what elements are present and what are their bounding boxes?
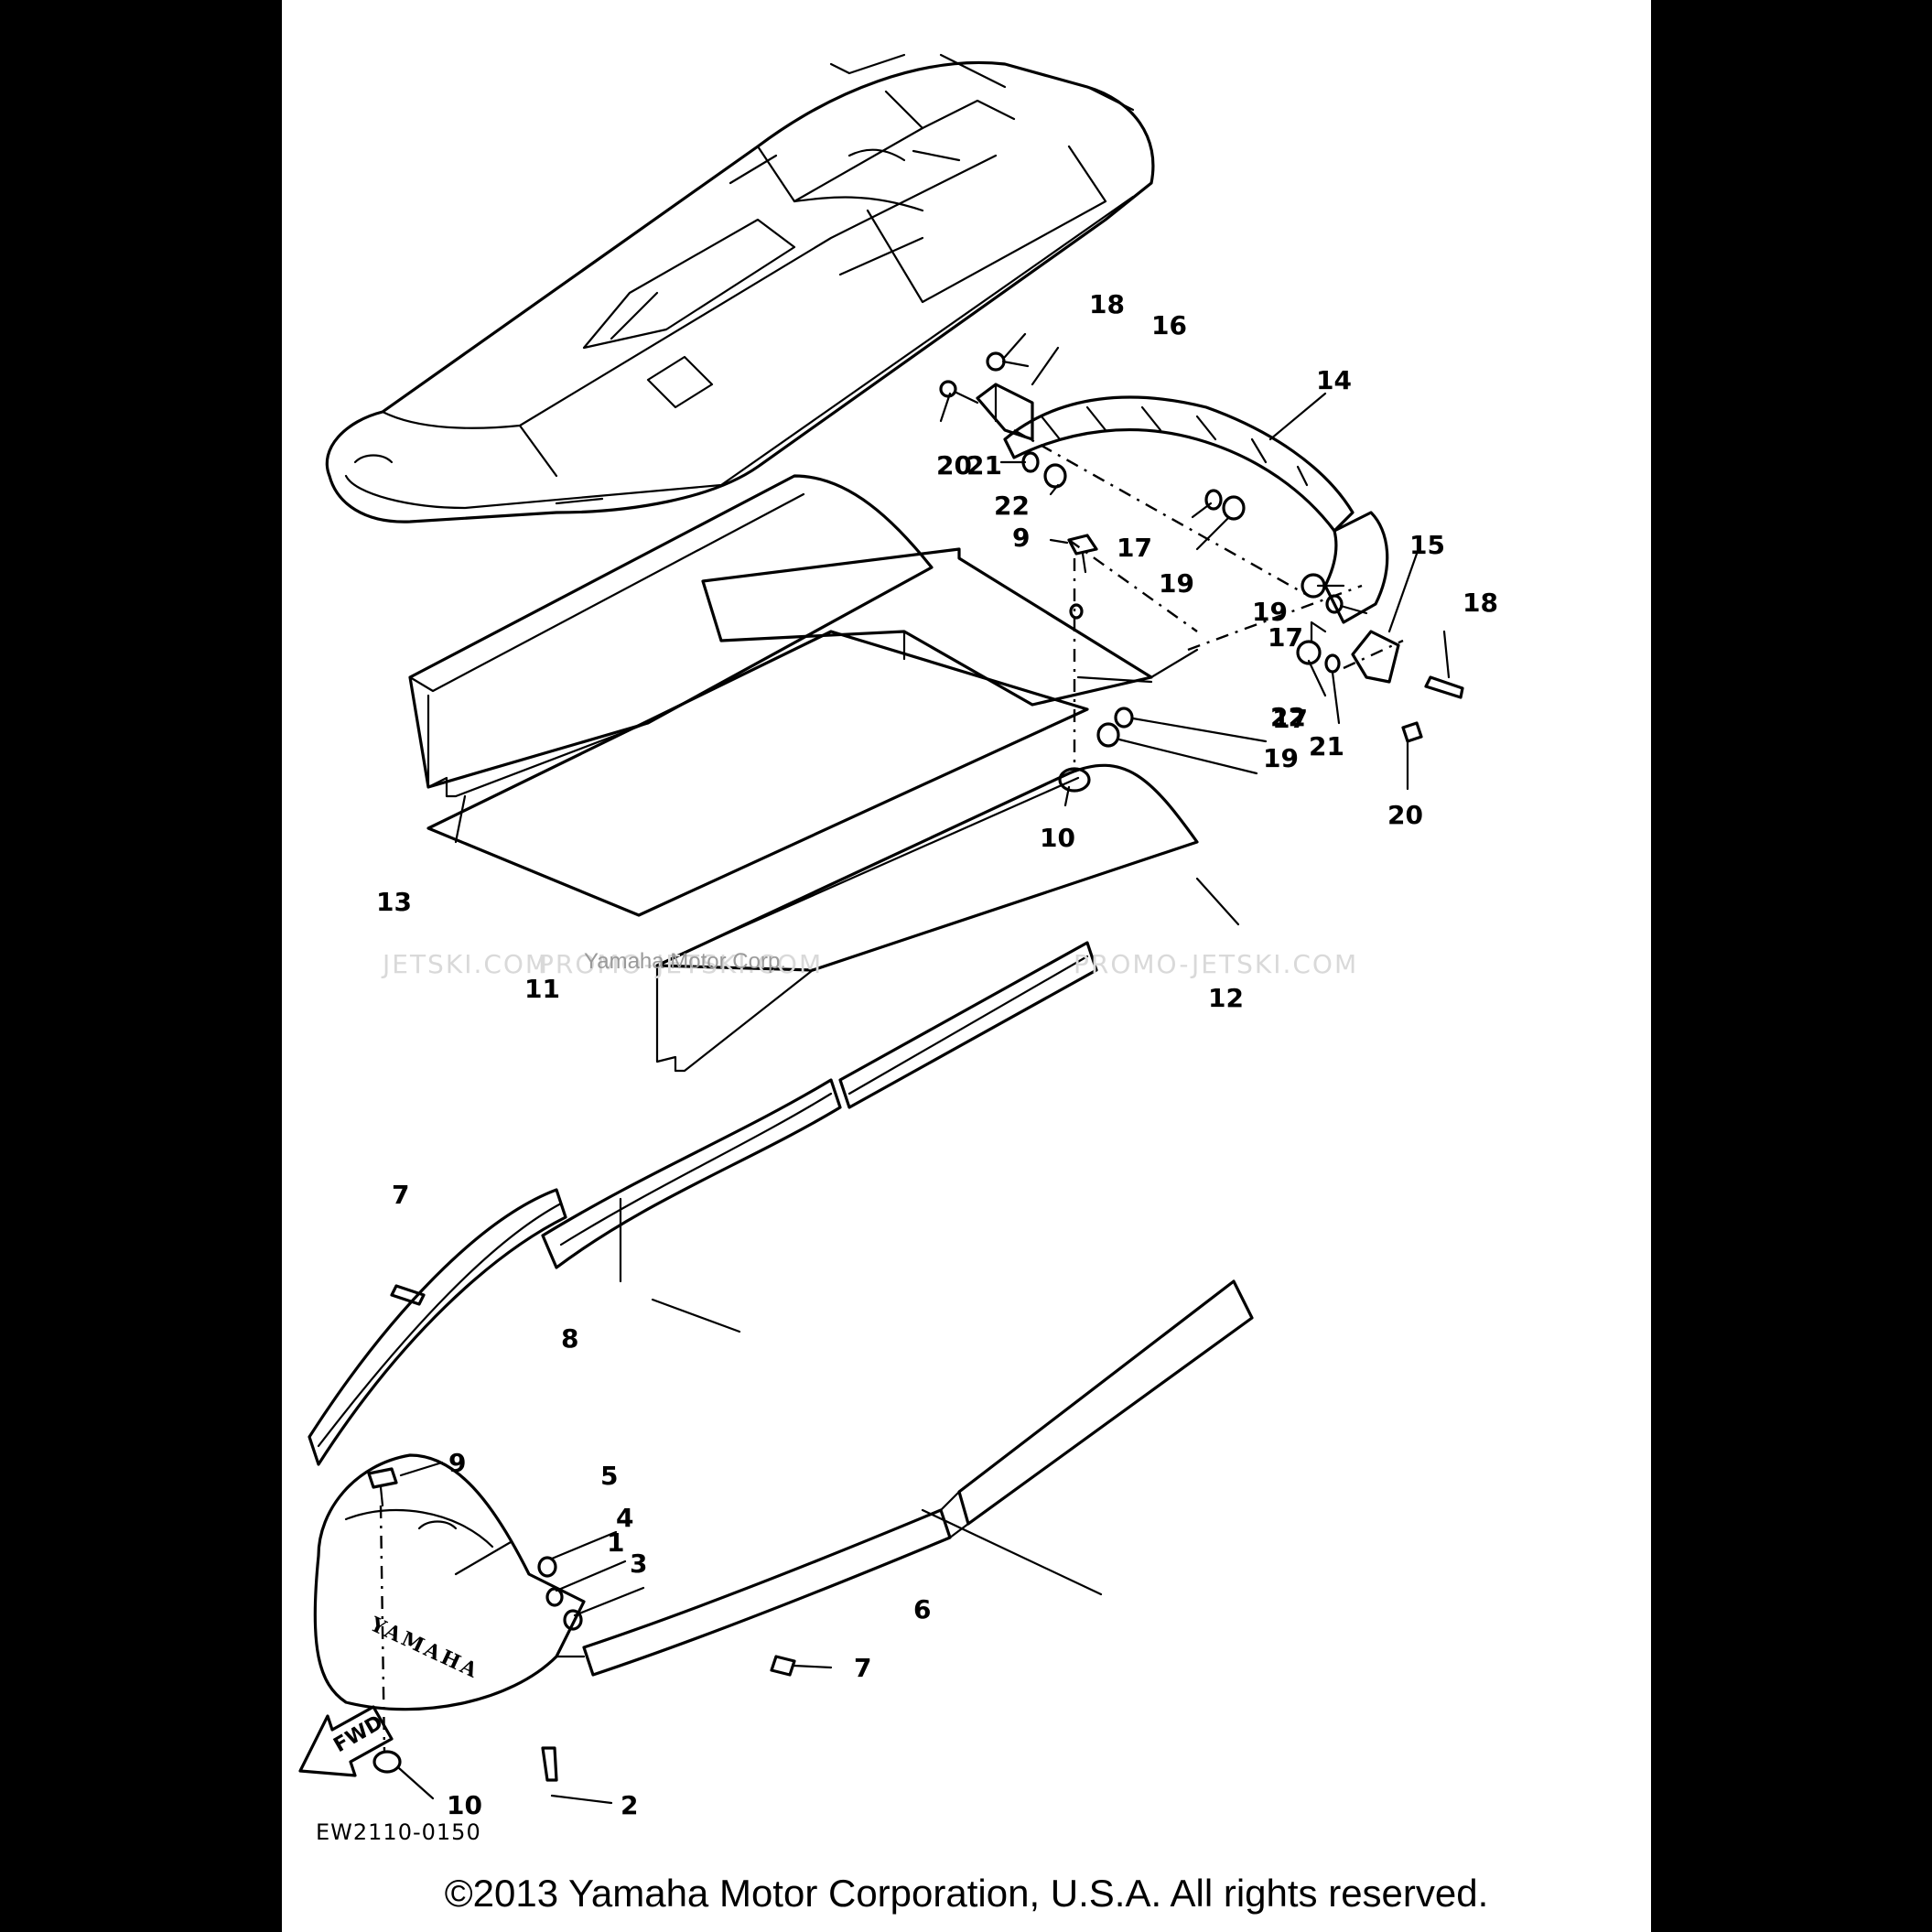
callout-20-top: 20 [936,450,972,480]
callout-6: 6 [913,1594,931,1624]
leader-lines [379,332,1451,1805]
copyright-notice: ©2013 Yamaha Motor Corporation, U.S.A. A… [444,1872,1489,1915]
forward-arrow [298,1705,394,1777]
rail-clamp-16 [976,383,1034,441]
callout-9-lower: 9 [448,1448,466,1478]
parts-diagram: FWD YAMAHA 1 2 3 4 5 6 7 7 8 9 9 10 10 1… [298,53,1498,1845]
watermark-left: JETSKI.COM [381,949,549,979]
chine-strip-upper [541,1078,842,1269]
fwd-label: FWD [330,1711,387,1757]
callout-7-lower: 7 [854,1653,871,1683]
callout-7-upper: 7 [392,1180,409,1210]
side-rail-rear [957,1279,1254,1526]
watermark-middle: PROMO-JETSKI.COM [538,949,823,979]
callout-18-top: 18 [1089,289,1125,319]
deck-mat-right [655,763,1199,1073]
callout-17-right: 17 [1268,622,1303,653]
callout-labels: 1 2 3 4 5 6 7 7 8 9 9 10 10 11 12 13 14 … [376,289,1498,1820]
rail-clamp-15 [1351,630,1400,684]
chine-strip-lower [308,1188,567,1466]
callout-22-top: 22 [994,491,1030,521]
callout-2: 2 [621,1790,638,1820]
gunwale-rail-right [1003,395,1389,642]
callout-21-top: 21 [966,450,1002,480]
callout-20-right: 20 [1387,800,1423,830]
drawing-code: EW2110-0150 [316,1819,481,1845]
callout-8: 8 [561,1323,578,1354]
callout-13: 13 [376,887,412,917]
callout-18-right: 18 [1462,588,1498,618]
deck-mat-left [408,474,934,798]
diagram-sheet: FWD YAMAHA 1 2 3 4 5 6 7 7 8 9 9 10 10 1… [282,0,1651,1932]
callout-3: 3 [630,1549,647,1579]
callout-12: 12 [1208,983,1244,1013]
fasteners [367,351,1464,1782]
callout-19-center: 19 [1263,743,1299,773]
watermark: JETSKI.COM PROMO-JETSKI.COM PROMO-JETSKI… [381,949,1358,979]
watermark-overlay: Yamaha Motor Corp. [584,949,786,974]
callout-5: 5 [600,1461,618,1491]
callout-14: 14 [1316,365,1352,395]
callout-10-lower: 10 [447,1790,482,1820]
callout-19-top: 19 [1159,568,1194,599]
callout-19-right: 19 [1252,597,1288,627]
callout-17-top: 17 [1117,533,1152,563]
side-rail-front [582,1490,970,1677]
callout-9-upper: 9 [1012,523,1030,553]
deck-mat-center [426,630,1089,917]
callout-10-upper: 10 [1040,823,1075,853]
deck-plate-upper [701,547,1199,707]
callout-1: 1 [607,1527,624,1558]
callout-15: 15 [1409,530,1445,560]
callout-4: 4 [616,1503,633,1533]
watercraft-hull [325,53,1155,523]
callout-11: 11 [524,974,560,1004]
callout-21-right: 21 [1309,731,1344,761]
callout-17-center: 17 [1272,704,1308,734]
callout-16: 16 [1151,310,1187,340]
chine-strip-upper-rear [838,941,1098,1109]
watermark-right: PROMO-JETSKI.COM [1074,949,1358,979]
callout-22-right: 22 [1270,702,1306,732]
